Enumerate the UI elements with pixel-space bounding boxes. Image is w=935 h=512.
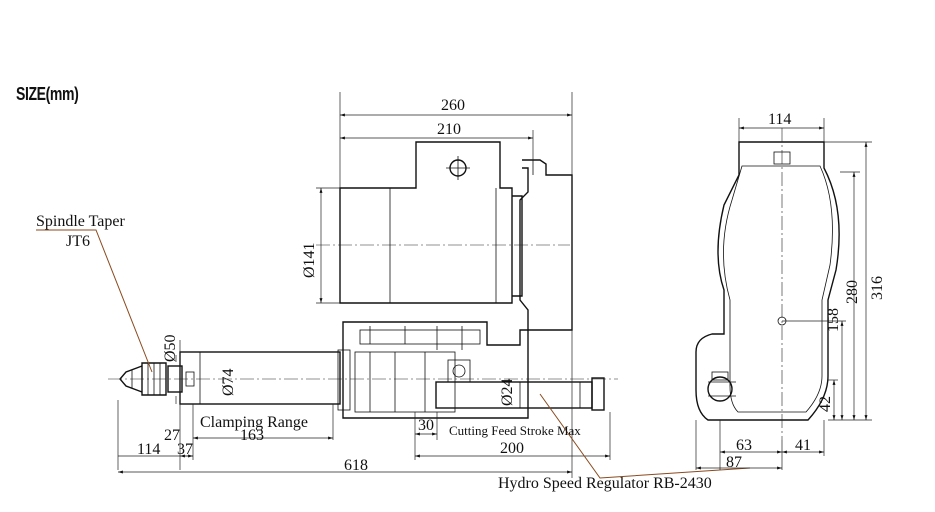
spindle-taper-label: Spindle Taper — [36, 213, 125, 230]
dim-618: 618 — [344, 457, 368, 474]
dim-27: 27 — [164, 427, 180, 444]
dim-63: 63 — [736, 437, 752, 454]
dim-210: 210 — [437, 121, 461, 138]
dim-141: Ø141 — [301, 242, 318, 278]
dim-30: 30 — [418, 417, 434, 434]
dim-114-end: 114 — [768, 111, 791, 128]
end-dimensions — [695, 118, 872, 470]
page-title: SIZE(mm) — [16, 84, 79, 104]
cutting-feed-label: Cutting Feed Stroke Max — [449, 423, 581, 438]
dim-50: Ø50 — [162, 334, 179, 362]
side-view — [108, 141, 618, 419]
dim-200: 200 — [500, 440, 524, 457]
side-dimensions — [117, 92, 611, 478]
dim-280: 280 — [844, 280, 861, 304]
jt6-label: JT6 — [66, 233, 90, 250]
leaders — [36, 229, 751, 479]
motor-body — [339, 141, 573, 331]
dim-260: 260 — [441, 97, 465, 114]
dim-37: 37 — [177, 441, 193, 458]
dim-87: 87 — [726, 454, 742, 471]
dim-42: 42 — [817, 396, 834, 412]
labels: Spindle Taper JT6 Clamping Range Cutting… — [36, 213, 712, 492]
quill — [167, 351, 341, 405]
dim-316: 316 — [869, 276, 886, 300]
dimension-values: 260 210 Ø141 Ø50 Ø74 Ø24 27 163 114 37 3… — [137, 97, 886, 474]
gearbox — [337, 321, 529, 419]
dim-158: 158 — [825, 308, 842, 332]
dim-74: Ø74 — [220, 368, 237, 396]
hydro-regulator — [435, 377, 605, 411]
dim-114-side: 114 — [137, 441, 160, 458]
hydro-regulator-label: Hydro Speed Regulator RB-2430 — [498, 475, 712, 492]
dim-41: 41 — [795, 437, 811, 454]
clamping-range-label: Clamping Range — [200, 414, 308, 431]
dim-163: 163 — [240, 427, 264, 444]
end-view — [695, 128, 840, 440]
dim-24: Ø24 — [499, 378, 516, 406]
